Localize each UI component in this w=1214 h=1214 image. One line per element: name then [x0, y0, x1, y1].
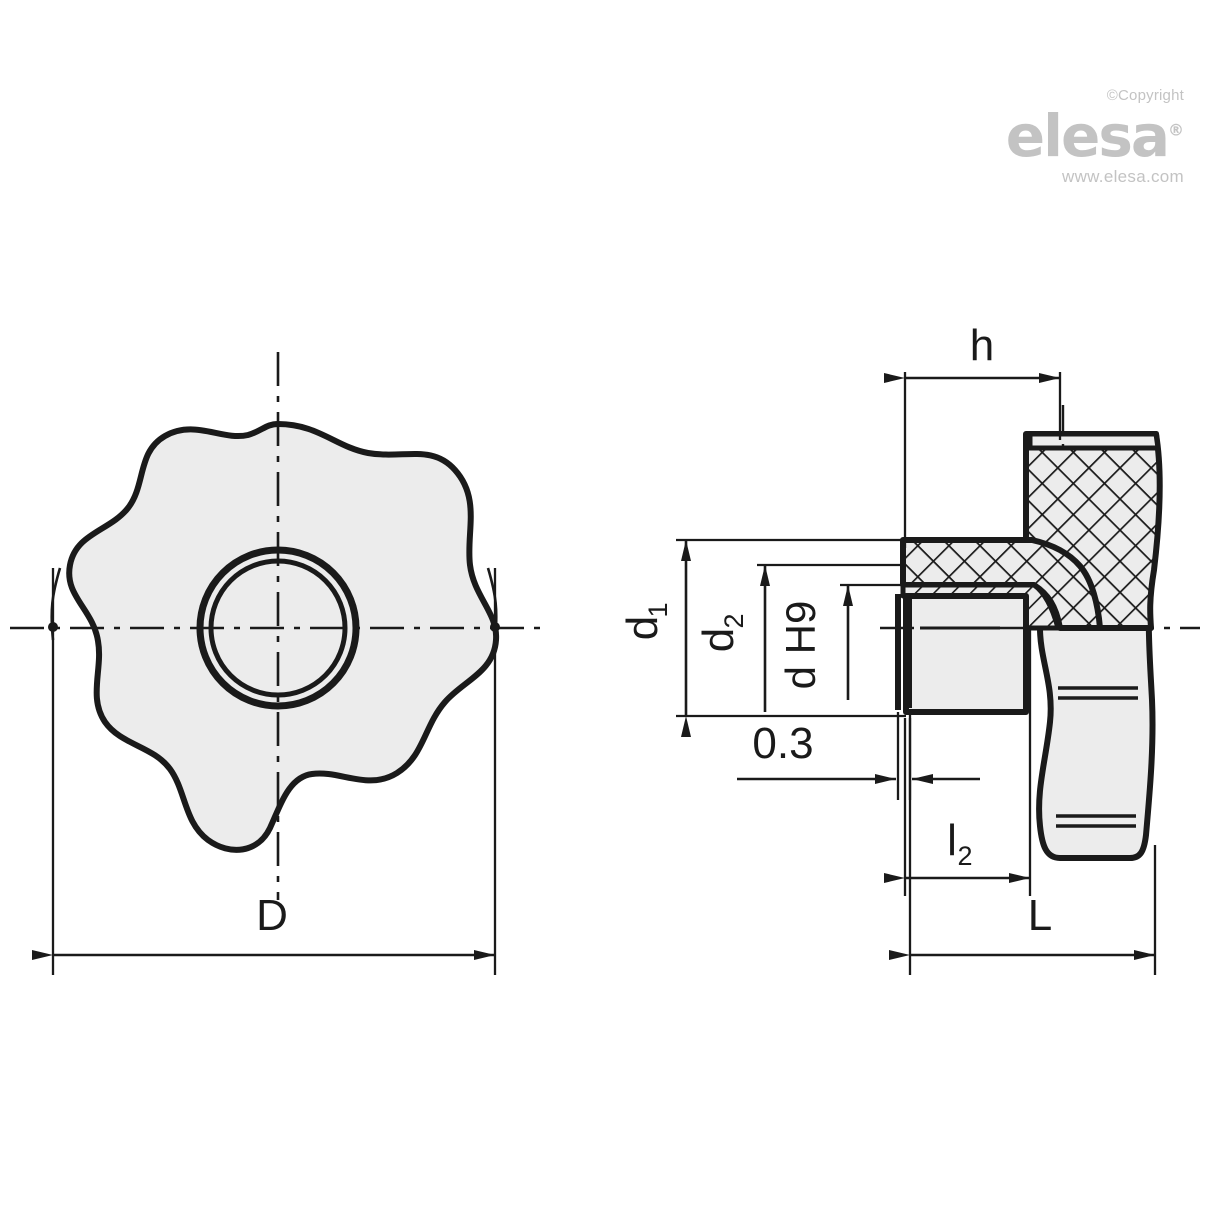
copyright-notice: ©Copyright	[1106, 87, 1184, 104]
section-view: h d 1 d 2 d H9 0.3	[618, 321, 1200, 975]
website-url: www.elesa.com	[1062, 167, 1184, 187]
dim-d1-label-subscript: 1	[643, 602, 673, 617]
dim-l2-label: l	[947, 816, 957, 865]
dim-L-label: L	[1028, 891, 1052, 940]
dim-D-label: D	[256, 891, 288, 940]
brand-block: ©Copyright elesa® www.elesa.com	[1004, 88, 1184, 185]
boss-hub-body	[903, 593, 1029, 715]
dim-l2-label-group: l 2	[947, 816, 972, 871]
dim-03-label: 0.3	[752, 719, 813, 768]
elesa-logo: elesa®	[1006, 107, 1184, 165]
dim-h-label: h	[970, 321, 994, 370]
dim-dH9-label: d H9	[777, 601, 824, 690]
dim-d1-label: d	[618, 616, 667, 640]
dim-d2-label-subscript: 2	[719, 613, 749, 628]
dim-D-center-dot-left	[48, 622, 58, 632]
elesa-logo-text: elesa	[1005, 102, 1170, 170]
dim-D-tangent-tick-right	[486, 567, 498, 641]
registered-trademark-icon: ®	[1168, 120, 1184, 140]
dim-d2-label: d	[694, 628, 743, 652]
dim-l2-label-subscript: 2	[957, 841, 972, 871]
knob-body-cap-line	[1027, 431, 1161, 451]
dim-d2-label-group: d 2	[694, 613, 749, 652]
dim-d1-label-group: d 1	[618, 602, 673, 640]
knob-grip-lines	[1056, 686, 1138, 828]
dim-D-tangent-tick-left	[50, 567, 62, 641]
dim-D-center-dot-right	[490, 622, 500, 632]
front-view: D	[10, 352, 548, 975]
